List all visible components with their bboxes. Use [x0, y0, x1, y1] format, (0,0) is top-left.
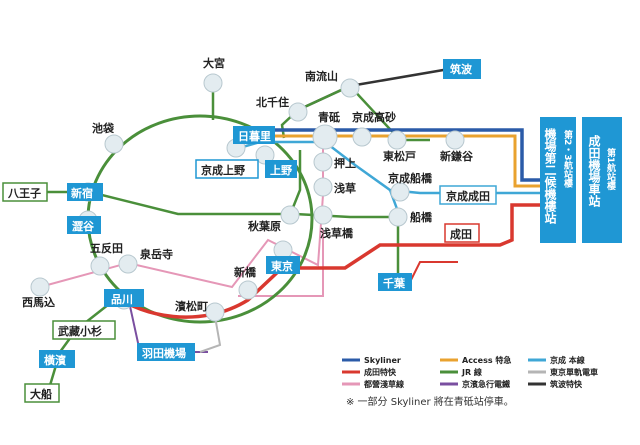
station-keisei-funabashi[interactable]	[390, 182, 410, 202]
label-akihabara: 秋葉原	[248, 219, 281, 233]
box-keisei-ueno[interactable]	[195, 159, 259, 179]
label-shinkamagaya: 新鎌谷	[440, 149, 474, 163]
station-nagareyama[interactable]	[340, 78, 360, 98]
label-hamamatsucho: 濱松町	[175, 299, 208, 313]
label-shinagawa: 品川	[111, 293, 133, 306]
legend-skyliner: Skyliner	[364, 356, 401, 365]
label-terminal2-sub: 第2・3航站樓	[562, 129, 573, 189]
label-ikebukuro: 池袋	[92, 121, 115, 135]
box-tsukuba[interactable]	[443, 59, 481, 79]
box-keisei-narita[interactable]	[439, 185, 497, 205]
station-oshiage[interactable]	[313, 152, 333, 172]
legend-monorail: 東京單軌電車	[550, 367, 598, 377]
box-ueno[interactable]	[265, 160, 297, 178]
station-funabashi[interactable]	[388, 207, 408, 227]
station-asakusabashi[interactable]	[313, 205, 333, 225]
box-haneda[interactable]	[137, 343, 195, 361]
label-aoto: 青砥	[318, 110, 340, 124]
label-nagareyama: 南流山	[305, 69, 338, 83]
box-terminal2[interactable]	[540, 117, 576, 243]
station-omiya[interactable]	[203, 73, 223, 93]
legend-narita-express: 成田特快	[364, 367, 397, 377]
label-shibuya: 澀谷	[72, 219, 95, 233]
label-nishimagome: 西馬込	[22, 295, 55, 309]
label-narita: 成田	[450, 227, 472, 241]
box-shinjuku[interactable]	[67, 183, 103, 201]
label-ueno: 上野	[270, 163, 292, 177]
station-gotanda[interactable]	[90, 256, 110, 276]
station-labels: 大宮 南流山 北千住 青砥 京成高砂 池袋 押上 東松戸 新鎌谷 浅草 京成船橋…	[22, 56, 474, 313]
box-yokohama[interactable]	[39, 350, 75, 368]
station-asakusa[interactable]	[313, 177, 333, 197]
box-nippori[interactable]	[233, 126, 275, 144]
legend-keikyu: 京濱急行電鐵	[462, 379, 510, 389]
label-keisei-takasago: 京成高砂	[352, 110, 396, 124]
station-ikebukuro[interactable]	[104, 134, 124, 154]
label-musashikosugi: 武藏小杉	[58, 324, 102, 338]
label-sengakuji: 泉岳寺	[139, 247, 173, 261]
legend-tsukuba: 筑波特快	[550, 379, 583, 389]
legend-access: Access 特急	[462, 355, 511, 365]
station-higashimatsudo[interactable]	[352, 127, 372, 147]
label-keisei-funabashi: 京成船橋	[388, 171, 433, 185]
legend-note: ※ 一部分 Skyliner 將在青砥站停車。	[346, 395, 514, 408]
station-shinkamagaya[interactable]	[445, 130, 465, 150]
jr-tokaido-line	[46, 296, 119, 393]
legend: Skyliner Access 特急 京成 本線 成田特快 JR 線 東京單軌電…	[342, 355, 598, 408]
box-narita[interactable]	[444, 223, 480, 243]
station-akihabara[interactable]	[280, 205, 300, 225]
label-hachioji: 八王子	[7, 187, 41, 200]
station-keisei-takasago[interactable]	[387, 130, 407, 150]
label-keisei-ueno: 京成上野	[201, 163, 245, 177]
label-tsukuba: 筑波	[450, 62, 473, 76]
label-chiba: 千葉	[383, 276, 406, 290]
label-terminal1: 成田機場車站	[587, 134, 601, 208]
toei-asakusa-branch	[238, 230, 324, 297]
label-ofuna: 大船	[30, 387, 52, 401]
box-terminal1[interactable]	[582, 117, 622, 243]
label-omiya: 大宮	[203, 56, 225, 70]
station-shimbashi[interactable]	[238, 280, 258, 300]
box-chiba[interactable]	[378, 273, 412, 291]
legend-toei-asakusa: 都營淺草線	[363, 379, 404, 389]
station-sengakuji[interactable]	[118, 254, 138, 274]
label-shimbashi: 新橋	[234, 265, 257, 279]
label-kitasenju: 北千住	[256, 95, 289, 109]
legend-keisei-main: 京成 本線	[550, 355, 585, 365]
label-nippori: 日暮里	[238, 129, 271, 143]
station-hamamatsucho[interactable]	[205, 302, 225, 322]
label-asakusabashi: 浅草橋	[320, 226, 354, 240]
station-aoto[interactable]	[312, 124, 338, 150]
box-musashikosugi[interactable]	[52, 320, 116, 340]
box-tokyo[interactable]	[266, 256, 300, 274]
label-terminal1-sub: 第1航站樓	[605, 147, 616, 191]
box-shibuya[interactable]	[67, 216, 101, 234]
label-funabashi: 船橋	[410, 210, 433, 224]
label-haneda: 羽田機場	[142, 346, 186, 360]
label-keisei-narita: 京成成田	[446, 189, 490, 203]
label-terminal2: 機場第二候機樓站	[543, 127, 557, 225]
station-nishimagome[interactable]	[30, 277, 50, 297]
box-hachioji[interactable]	[2, 182, 48, 202]
box-ofuna[interactable]	[24, 383, 60, 403]
label-oshiage: 押上	[334, 156, 356, 170]
jr-sobu-line	[297, 84, 430, 142]
station-kitasenju[interactable]	[288, 102, 308, 122]
label-tokyo: 東京	[271, 259, 293, 273]
label-yokohama: 橫濱	[44, 353, 66, 367]
label-gotanda: 五反田	[90, 241, 123, 255]
legend-jr: JR 線	[461, 367, 482, 377]
label-shinjuku: 新宿	[71, 186, 93, 200]
label-higashimatsudo: 東松戸	[383, 149, 416, 163]
label-asakusa: 浅草	[334, 181, 356, 195]
box-shinagawa[interactable]	[104, 289, 144, 307]
